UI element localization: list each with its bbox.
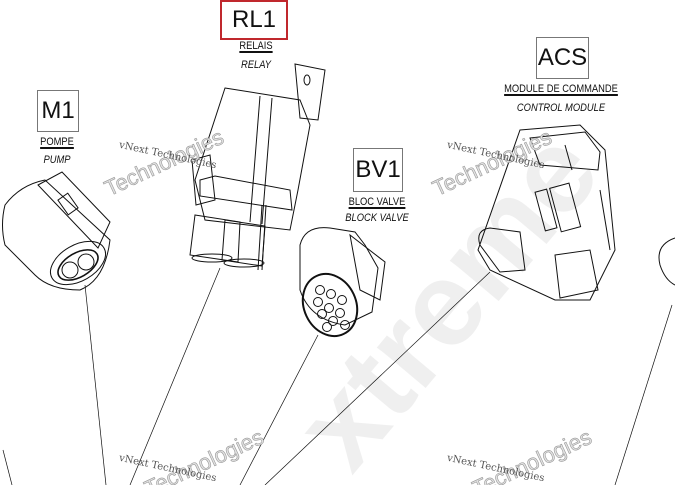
relay-label-en: RELAY [241, 59, 271, 71]
component-code-m1: M1 [37, 90, 79, 132]
control-module-drawing [477, 124, 616, 301]
component-code-rl1: RL1 [220, 0, 288, 40]
relay-drawing [189, 63, 326, 271]
leader-line-left [2, 449, 13, 485]
pump-connector-drawing [2, 171, 111, 291]
leader-line-block-valve [239, 334, 319, 485]
pump-label-fr: POMPE [40, 136, 74, 148]
control-module-label-en: CONTROL MODULE [516, 102, 606, 114]
leader-lines [2, 267, 673, 485]
block-valve-label-en: BLOCK VALVE [345, 212, 409, 224]
valve-pins [313, 285, 350, 332]
leader-line-relay [129, 267, 221, 485]
relay-label-fr: RELAIS [239, 40, 273, 52]
right-connector-drawing [658, 237, 675, 286]
component-code-bv1: BV1 [353, 148, 403, 192]
leader-line-right [614, 304, 673, 485]
pump-label-en: PUMP [43, 154, 71, 166]
leader-line-pump [84, 284, 107, 485]
block-valve-drawing [299, 227, 386, 338]
leader-line-control-module [264, 271, 491, 485]
component-code-acs: ACS [536, 37, 589, 79]
block-valve-label-fr: BLOC VALVE [348, 196, 406, 208]
control-module-label-fr: MODULE DE COMMANDE [504, 83, 618, 95]
